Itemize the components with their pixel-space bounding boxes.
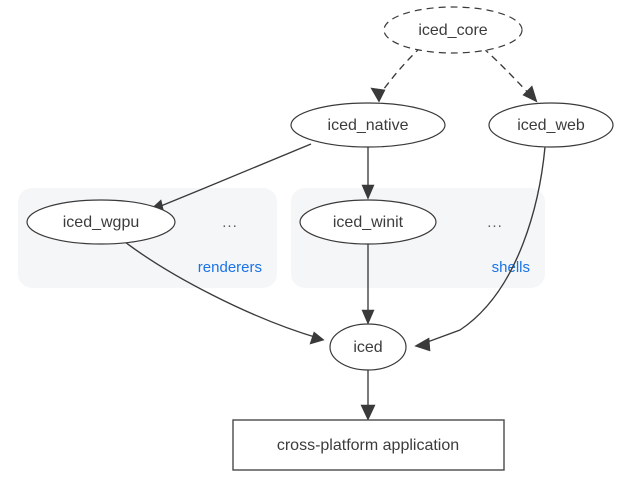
edge-core-to-native-line [377, 46, 422, 98]
edge-core-to-native-arrowhead [370, 87, 386, 103]
edge-native-to-wgpu-line [155, 143, 312, 209]
node-iced[interactable]: iced [329, 323, 407, 371]
cluster-shells-label: shells [492, 259, 530, 276]
node-iced-wgpu[interactable]: iced_wgpu [26, 199, 176, 245]
edge-iced-to-application [360, 370, 376, 421]
edge-core-to-web-line [482, 47, 533, 98]
edge-web-to-iced-arrowhead [414, 337, 431, 352]
edge-core-to-web [482, 47, 538, 103]
edge-native-to-winit [361, 147, 375, 200]
node-iced-shape[interactable] [329, 323, 407, 371]
edge-native-to-winit-arrowhead [361, 184, 375, 200]
node-iced-winit-label: iced_winit [333, 214, 404, 231]
node-iced-wgpu-shape[interactable] [26, 199, 176, 245]
node-iced-web-shape[interactable] [488, 102, 614, 148]
edge-core-to-native [370, 46, 422, 103]
edge-web-to-iced [414, 146, 546, 352]
edge-wgpu-to-iced-line [124, 241, 319, 339]
node-iced-core-shape[interactable] [383, 6, 523, 54]
edge-iced-to-application-arrowhead [360, 404, 376, 421]
edge-core-to-web-arrowhead [522, 85, 538, 103]
node-cross-platform-application-shape[interactable] [232, 419, 505, 471]
node-iced-core-label: iced_core [418, 22, 487, 39]
edge-wgpu-to-iced [124, 241, 325, 345]
node-iced-native-label: iced_native [328, 117, 409, 134]
node-iced-native-shape[interactable] [290, 102, 446, 148]
node-iced-core[interactable]: iced_core [383, 6, 523, 54]
node-cross-platform-application-label: cross-platform application [277, 437, 459, 454]
node-iced-native[interactable]: iced_native [290, 102, 446, 148]
node-iced-wgpu-label: iced_wgpu [63, 214, 140, 231]
cluster-renderers-label: renderers [198, 259, 262, 276]
node-iced-label: iced [353, 339, 382, 356]
shells-ellipsis-label: ... [487, 214, 503, 231]
node-iced-web-label: iced_web [517, 117, 585, 134]
edge-winit-to-iced-arrowhead [361, 309, 375, 325]
node-cross-platform-application[interactable]: cross-platform application [232, 419, 505, 471]
node-iced-web[interactable]: iced_web [488, 102, 614, 148]
node-iced-winit-shape[interactable] [299, 199, 437, 245]
edge-web-to-iced-line [421, 146, 546, 345]
renderers-ellipsis-label: ... [222, 214, 238, 231]
edge-wgpu-to-iced-arrowhead [309, 331, 325, 345]
edge-winit-to-iced [361, 244, 375, 325]
node-iced-winit[interactable]: iced_winit [299, 199, 437, 245]
